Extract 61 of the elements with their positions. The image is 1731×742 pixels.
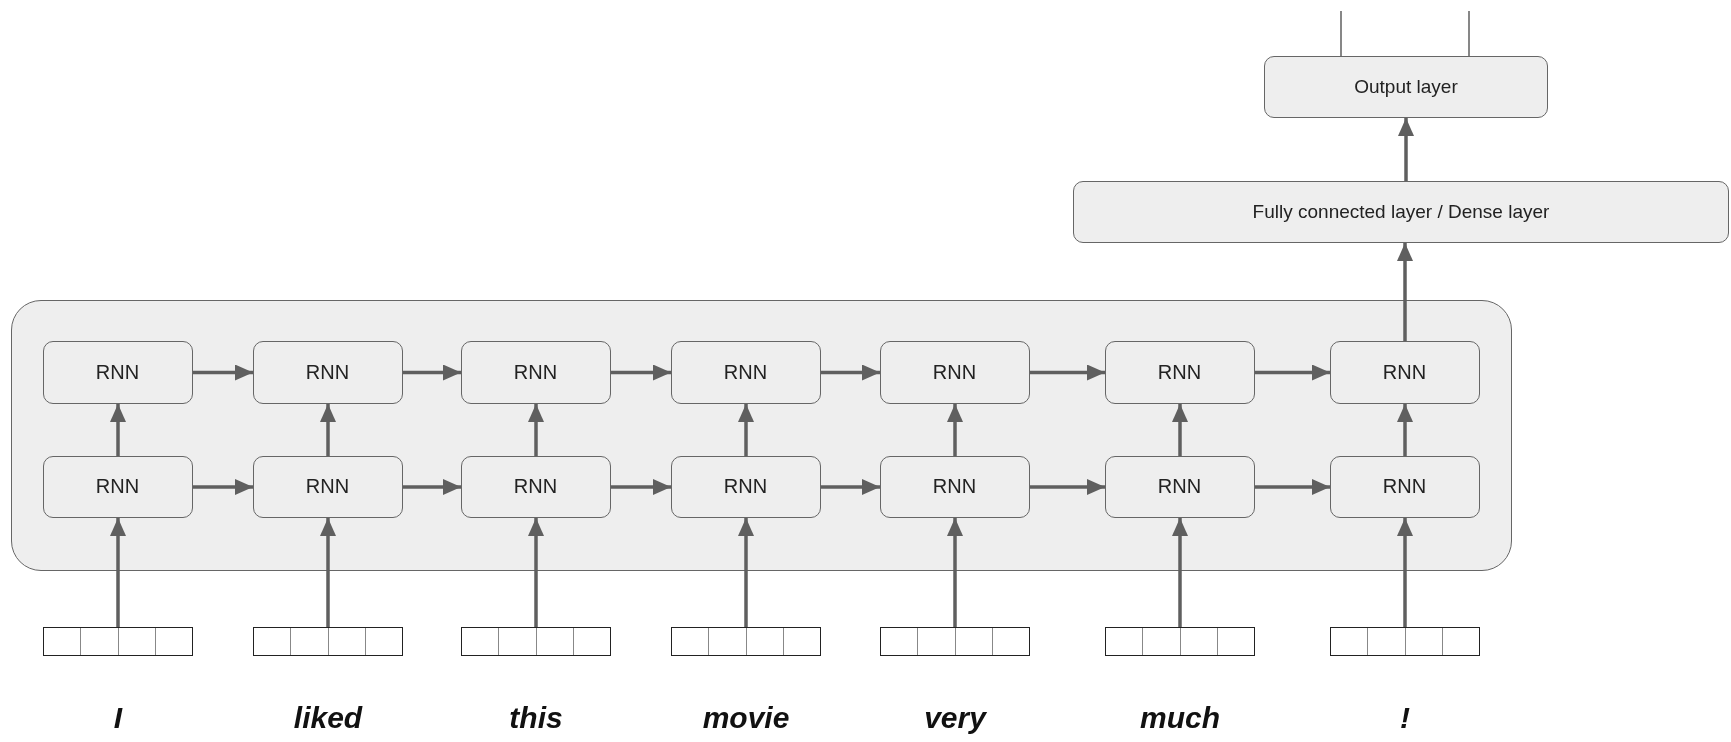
rnn-cell-box: RNN bbox=[670, 340, 821, 404]
arrow bbox=[1030, 479, 1105, 495]
embedding-vector bbox=[43, 627, 193, 656]
arrow bbox=[738, 404, 754, 456]
word-label: I bbox=[113, 701, 123, 735]
arrow bbox=[528, 518, 544, 627]
output-layer-box: Output layer bbox=[1264, 56, 1548, 118]
output-line bbox=[1340, 10, 1342, 57]
arrow bbox=[611, 479, 671, 495]
arrow bbox=[611, 364, 671, 381]
arrow bbox=[193, 479, 253, 495]
arrow bbox=[110, 518, 126, 627]
arrow bbox=[1397, 243, 1413, 341]
embedding-vector bbox=[253, 627, 403, 656]
arrow bbox=[320, 404, 336, 456]
arrow bbox=[1397, 518, 1413, 627]
word-label: very bbox=[924, 701, 986, 735]
arrow bbox=[193, 364, 253, 381]
embedding-vector bbox=[671, 627, 821, 656]
word-label: liked bbox=[293, 701, 363, 735]
rnn-cell-box: RNN bbox=[879, 340, 1030, 404]
rnn-cell-box: RNN bbox=[42, 340, 193, 404]
embedding-vector bbox=[1330, 627, 1480, 656]
arrow bbox=[320, 518, 336, 627]
word-label: ! bbox=[1400, 701, 1410, 735]
arrow bbox=[1398, 118, 1414, 181]
dense-layer-box: Fully connected layer / Dense layer bbox=[1073, 181, 1729, 243]
embedding-vector bbox=[461, 627, 611, 656]
arrow bbox=[1255, 364, 1330, 381]
rnn-cell-box: RNN bbox=[1329, 455, 1480, 518]
arrow bbox=[821, 364, 880, 381]
arrow bbox=[1172, 518, 1188, 627]
word-label: movie bbox=[702, 701, 790, 735]
arrow bbox=[528, 404, 544, 456]
embedding-vector bbox=[880, 627, 1030, 656]
rnn-cell-box: RNN bbox=[252, 455, 403, 518]
arrow bbox=[110, 404, 126, 456]
rnn-cell-box: RNN bbox=[1104, 340, 1255, 404]
embedding-vector bbox=[1105, 627, 1255, 656]
arrow bbox=[821, 479, 880, 495]
arrow bbox=[947, 518, 963, 627]
arrow bbox=[1397, 404, 1413, 456]
arrow bbox=[1030, 364, 1105, 381]
arrow bbox=[1172, 404, 1188, 456]
word-label: this bbox=[509, 701, 563, 735]
arrow bbox=[738, 518, 754, 627]
rnn-cell-box: RNN bbox=[252, 340, 403, 404]
arrow bbox=[947, 404, 963, 456]
rnn-cell-box: RNN bbox=[460, 455, 611, 518]
rnn-cell-box: RNN bbox=[1329, 340, 1480, 404]
arrow bbox=[1255, 479, 1330, 495]
rnn-cell-box: RNN bbox=[42, 455, 193, 518]
container-box bbox=[11, 300, 1512, 571]
rnn-cell-box: RNN bbox=[460, 340, 611, 404]
rnn-cell-box: RNN bbox=[1104, 455, 1255, 518]
arrow bbox=[403, 479, 461, 495]
rnn-cell-box: RNN bbox=[670, 455, 821, 518]
rnn-cell-box: RNN bbox=[879, 455, 1030, 518]
word-label: much bbox=[1140, 701, 1220, 735]
output-line bbox=[1468, 10, 1470, 57]
arrow bbox=[403, 364, 461, 381]
